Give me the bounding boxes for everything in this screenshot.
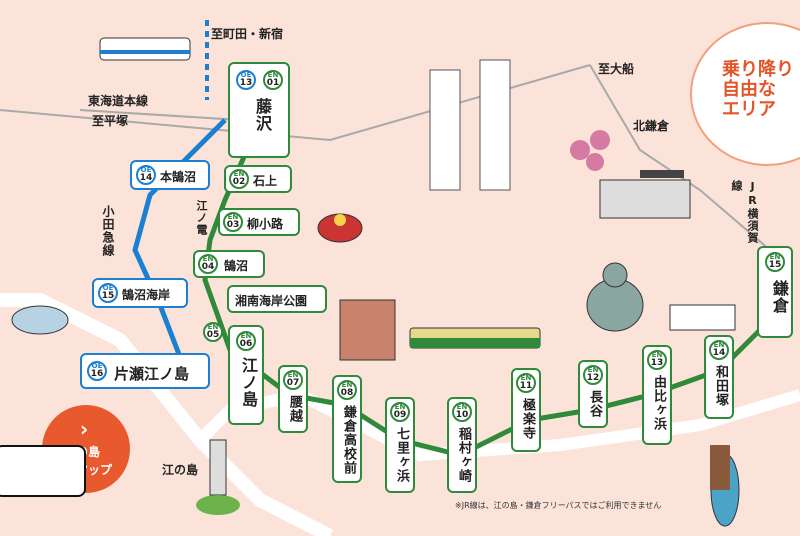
chevron-right-icon: › [80,417,89,441]
building-illustration [339,299,396,361]
to-ofuna-label: 至大船 [598,62,635,76]
ramen-illustration [317,213,363,243]
surfer-illustration [710,445,740,527]
station-name: 極楽寺 [520,398,535,440]
station-name: 七里ヶ浜 [394,427,409,483]
people-illustration [429,59,511,191]
station-name: 本鵠沼 [160,170,197,184]
odakyu-line-label: 小田急線 [101,205,115,257]
tokaido-line-west [79,109,241,121]
to-hiratsuka-label: 至平塚 [92,114,129,128]
station-name: 長谷 [587,390,602,418]
station-shonan-kaigan-koen-label-box[interactable]: 湘南海岸公園 [227,285,327,313]
aquarium-illustration [11,305,69,335]
station-name: 片瀬江ノ島 [114,365,190,383]
kita-kamakura-label: 北鎌倉 [633,119,670,133]
overlay-white-box [0,445,86,497]
station-name: 藤沢 [253,98,272,132]
station-name: 稲村ヶ崎 [456,427,471,483]
shrine-illustration [599,170,691,219]
station-name: 湘南海岸公園 [235,294,308,308]
enoden-train-illustration [409,327,541,349]
station-name: 由比ヶ浜 [651,375,666,431]
house-illustration [669,304,736,331]
station-name: 柳小路 [247,217,284,231]
jr-note: ※JR線は、江の島・鎌倉フリーパスではご利用できません [455,501,662,510]
coast-road [0,293,334,536]
station-name: 鵠沼 [224,259,249,273]
hydrangea-illustration [570,130,610,171]
great-buddha-illustration [586,262,644,332]
jr-yokosuka-line-label: JR横須賀線 [730,180,759,244]
station-name: 石上 [253,174,278,188]
station-name: 江ノ島 [239,357,258,408]
lighthouse-illustration [196,439,240,515]
station-name: 和田塚 [713,365,728,407]
station-name: 鎌倉 [770,280,789,314]
tokaido-line-label: 東海道本線 [88,94,149,108]
to-machida-shinjuku-label: 至町田・新宿 [211,27,284,41]
free-area-bubble-text: 乗り降り 自由な エリア [722,59,794,120]
station-name: 鎌倉高校前 [341,405,356,475]
station-name: 腰越 [287,395,302,423]
train-illustration [99,37,191,61]
enoshima-area-label: 江の島 [162,463,199,477]
station-name: 鵠沼海岸 [122,288,171,302]
enoden-label: 江ノ電 [195,200,208,236]
